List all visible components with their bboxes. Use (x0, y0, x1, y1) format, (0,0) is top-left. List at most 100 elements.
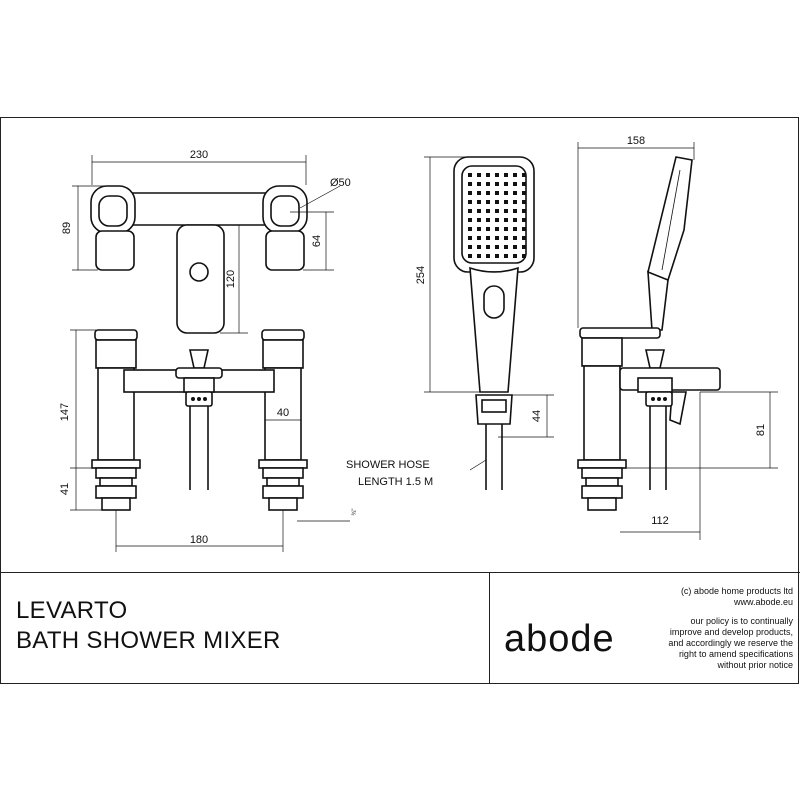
drawing-frame (0, 117, 799, 684)
product-type: BATH SHOWER MIXER (16, 627, 281, 654)
spray-nozzle (522, 191, 526, 195)
dim-label-230: 230 (190, 149, 208, 161)
front-right-thread (268, 497, 298, 511)
spray-nozzle (486, 245, 490, 249)
spray-nozzle (495, 191, 499, 195)
dim-label-64: 64 (311, 235, 323, 247)
spray-nozzle (486, 182, 490, 186)
spray-nozzle (468, 236, 472, 240)
spray-nozzle (486, 218, 490, 222)
dim-label-112: 112 (651, 515, 669, 527)
spray-nozzle (504, 227, 508, 231)
copyright-block: (c) abode home products ltd www.abode.eu (633, 586, 793, 608)
policy-line: right to amend specifications (678, 649, 793, 659)
front-left-flange (91, 459, 141, 469)
spray-nozzle (513, 218, 517, 222)
spray-nozzle (504, 200, 508, 204)
spray-nozzle (513, 209, 517, 213)
dim-label-147: 147 (59, 403, 71, 421)
dim-label-thread: ¾" (352, 508, 358, 515)
spray-nozzle (522, 254, 526, 258)
spray-nozzle (513, 173, 517, 177)
spray-nozzle (477, 173, 481, 177)
spray-nozzle (495, 173, 499, 177)
top-spout-outlet (189, 262, 209, 282)
dim-label-120: 120 (225, 270, 237, 288)
spray-nozzle (468, 200, 472, 204)
front-view (70, 329, 350, 552)
top-left-valve-inner (98, 195, 128, 227)
front-right-handle-cap (261, 329, 305, 341)
top-left-handle (95, 230, 135, 271)
spray-nozzle (477, 236, 481, 240)
spray-nozzle (477, 200, 481, 204)
spray-nozzle (504, 254, 508, 258)
title-block-vertical-divider (489, 572, 490, 684)
spray-nozzle (468, 173, 472, 177)
spray-nozzle (486, 254, 490, 258)
dim-label-81: 81 (755, 424, 767, 436)
dim-label-40: 40 (277, 407, 289, 419)
hose-note-line2: LENGTH 1.5 M (358, 476, 433, 488)
dim-label-44: 44 (531, 410, 543, 422)
front-right-handle (262, 339, 304, 369)
side-diverter (645, 349, 665, 369)
spray-nozzle (468, 191, 472, 195)
spray-nozzle (486, 200, 490, 204)
front-right-flange (258, 459, 308, 469)
side-handset (647, 156, 693, 283)
spray-nozzle (522, 245, 526, 249)
spray-nozzle (522, 173, 526, 177)
dim-label-89: 89 (61, 222, 73, 234)
dim-label-diameter: Ø50 (330, 177, 351, 189)
handset-view (424, 156, 554, 490)
spray-nozzle (495, 182, 499, 186)
brand-logo: abode (504, 618, 615, 660)
policy-line: and accordingly we reserve the (668, 638, 793, 648)
front-left-thread (101, 497, 131, 511)
spray-nozzle (504, 209, 508, 213)
title-block-divider (0, 572, 800, 573)
hose-note-line1: SHOWER HOSE (346, 459, 430, 471)
spray-nozzle (513, 227, 517, 231)
spray-nozzle (513, 236, 517, 240)
spray-nozzle (513, 245, 517, 249)
spray-nozzle (486, 191, 490, 195)
side-view (577, 142, 778, 540)
dim-label-180: 180 (190, 534, 208, 546)
spray-nozzle (495, 200, 499, 204)
spray-nozzle (495, 218, 499, 222)
spray-nozzle (477, 182, 481, 186)
spray-nozzle (486, 209, 490, 213)
spray-nozzle (504, 236, 508, 240)
spray-nozzle (486, 236, 490, 240)
side-handset-handle (647, 270, 669, 331)
spray-nozzle (504, 182, 508, 186)
policy-line: improve and develop products, (669, 627, 793, 637)
dim-diameter-leader (299, 185, 341, 209)
side-thread (587, 497, 617, 511)
spray-nozzle (513, 191, 517, 195)
spray-nozzle (513, 200, 517, 204)
top-right-valve-inner (270, 195, 300, 227)
front-diverter-knob (189, 349, 209, 369)
top-view (72, 155, 341, 334)
spray-nozzle (495, 227, 499, 231)
spray-nozzle (504, 218, 508, 222)
spray-nozzle (468, 245, 472, 249)
spray-nozzle (495, 245, 499, 249)
spray-nozzle (468, 254, 472, 258)
spray-nozzle (513, 254, 517, 258)
spray-nozzle (468, 227, 472, 231)
side-column (583, 365, 621, 461)
policy-block: our policy is to continually improve and… (593, 616, 793, 671)
front-left-handle-cap (94, 329, 138, 341)
spray-nozzle (477, 254, 481, 258)
front-left-handle (95, 339, 137, 369)
spray-nozzle (504, 173, 508, 177)
spray-nozzle (486, 173, 490, 177)
copyright-line: (c) abode home products ltd (680, 586, 793, 596)
top-right-handle (265, 230, 305, 271)
dim-label-158: 158 (627, 135, 645, 147)
handset-button (483, 285, 505, 319)
